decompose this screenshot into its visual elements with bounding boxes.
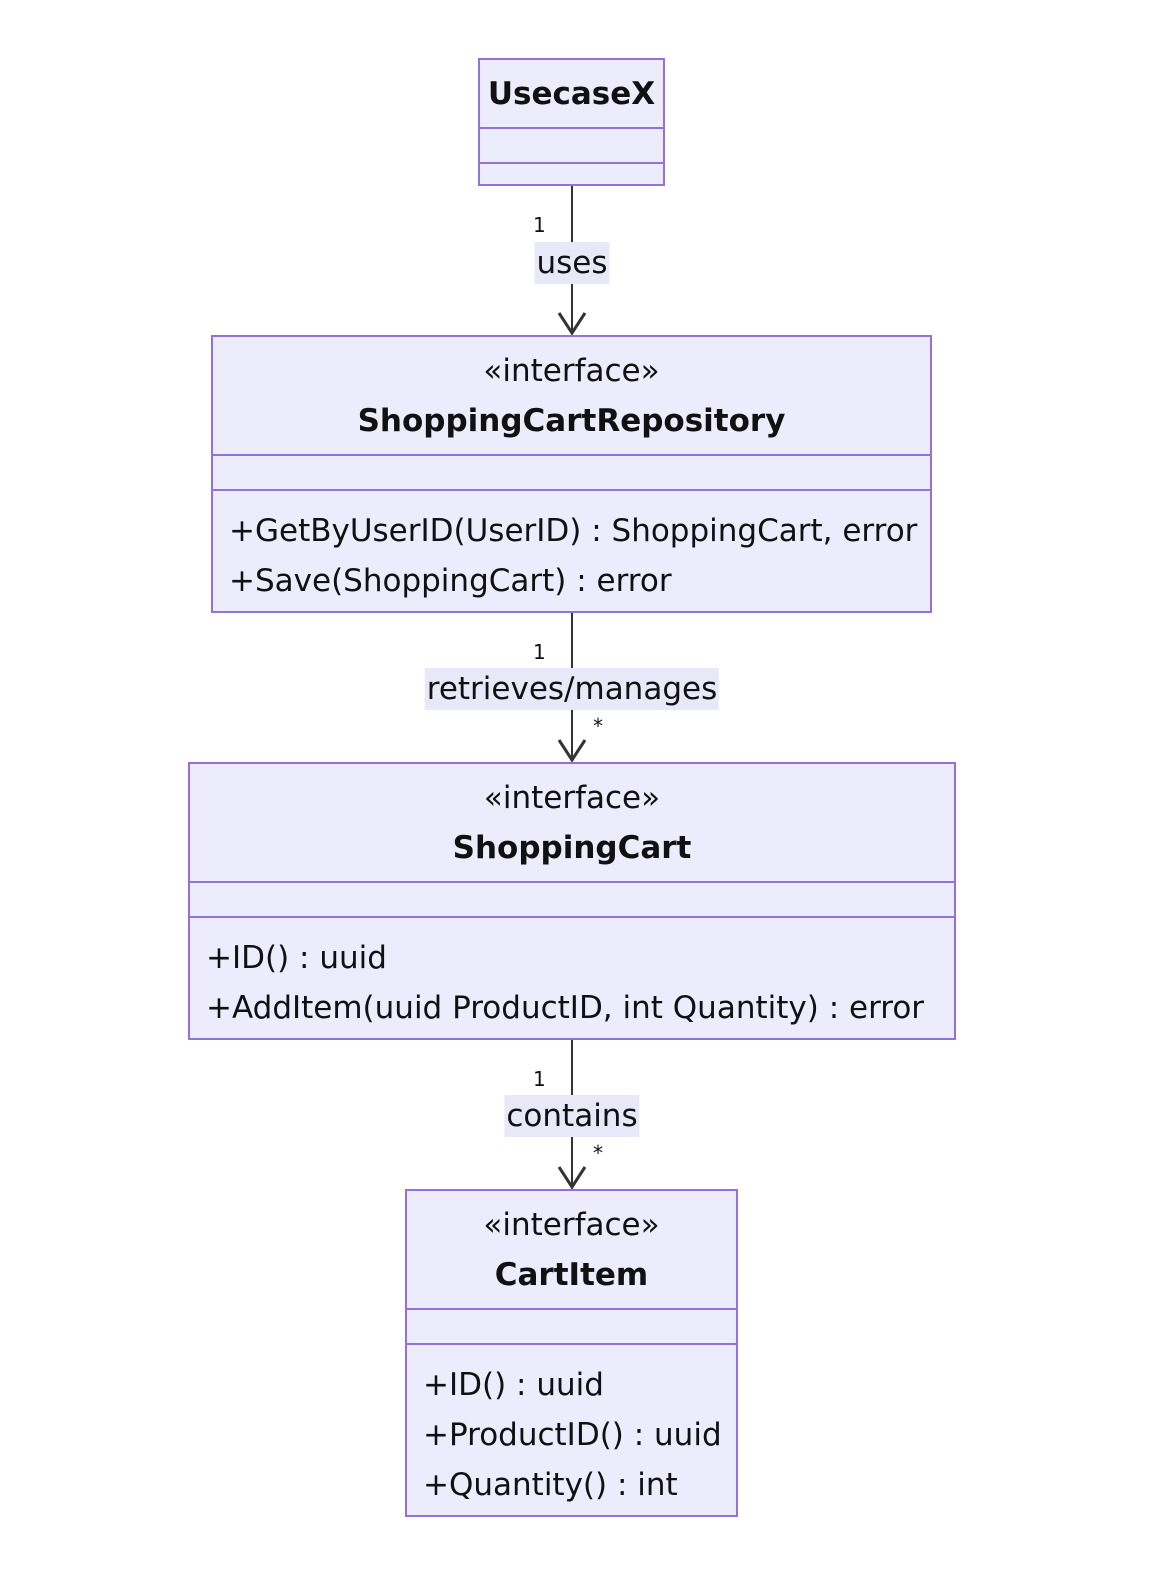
class-shopping-cart[interactable]: «interface» ShoppingCart +ID() : uuid +A… [188,762,956,1040]
multiplicity-contains-source: 1 [533,1067,546,1091]
stereotype-label: «interface» [483,779,661,816]
multiplicity-uses-source: 1 [533,213,546,237]
stereotype-label: «interface» [483,1206,660,1243]
class-cart-item[interactable]: «interface» CartItem +ID() : uuid +Produ… [405,1189,738,1517]
attributes-compartment [213,456,930,491]
class-name: ShoppingCartRepository [357,402,786,439]
attributes-compartment [190,883,954,918]
uses-arrowhead [557,312,587,336]
class-name: CartItem [494,1256,649,1293]
class-usecasex[interactable]: UsecaseX [478,58,665,186]
relation-label-contains: contains [504,1095,640,1137]
multiplicity-retrieves-target: * [593,714,603,738]
class-shopping-cart-repository[interactable]: «interface» ShoppingCartRepository +GetB… [211,335,932,613]
relation-label-retrieves-manages: retrieves/manages [424,668,720,710]
class-name: ShoppingCart [452,829,692,866]
method-save: +Save(ShoppingCart) : error [229,563,672,599]
method-add-item: +AddItem(uuid ProductID, int Quantity) :… [206,990,925,1026]
attributes-compartment [407,1310,736,1345]
multiplicity-retrieves-source: 1 [533,640,546,664]
multiplicity-contains-target: * [593,1141,603,1165]
method-get-by-user-id: +GetByUserID(UserID) : ShoppingCart, err… [229,513,918,549]
methods-compartment: +ID() : uuid +AddItem(uuid ProductID, in… [190,918,954,1033]
method-quantity: +Quantity() : int [423,1467,678,1503]
method-product-id: +ProductID() : uuid [423,1417,722,1453]
relation-label-uses: uses [534,242,610,284]
contains-arrowhead [557,1166,587,1190]
retrieves-arrowhead [557,739,587,763]
class-header: «interface» CartItem [407,1191,736,1310]
methods-compartment: +GetByUserID(UserID) : ShoppingCart, err… [213,491,930,606]
method-id: +ID() : uuid [206,940,387,976]
class-name: UsecaseX [487,75,656,112]
stereotype-label: «interface» [483,352,660,389]
methods-compartment: +ID() : uuid +ProductID() : uuid +Quanti… [407,1345,736,1510]
method-id: +ID() : uuid [423,1367,604,1403]
class-header: «interface» ShoppingCart [190,764,954,883]
class-header: «interface» ShoppingCartRepository [213,337,930,456]
attributes-compartment [480,129,663,164]
class-header: UsecaseX [480,60,663,129]
